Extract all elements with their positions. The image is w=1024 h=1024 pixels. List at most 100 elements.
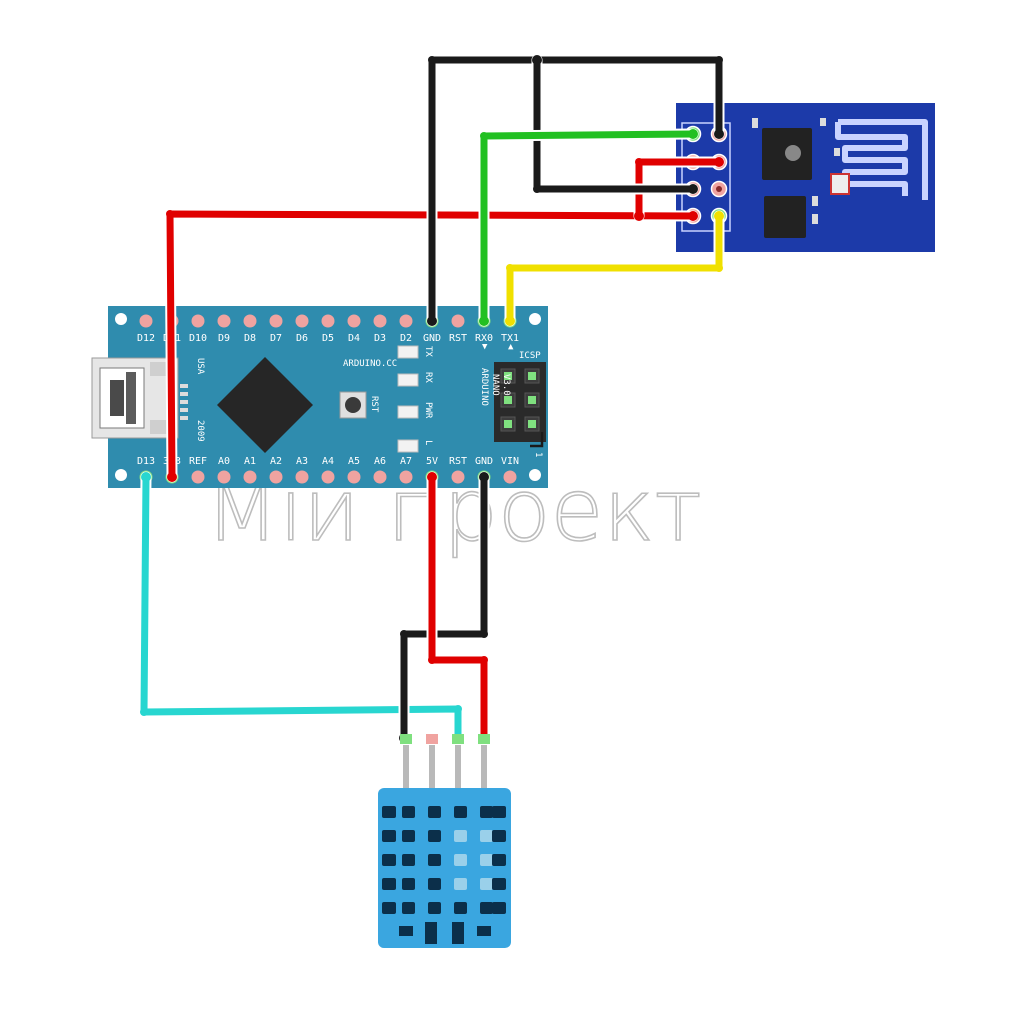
usb-pads bbox=[180, 384, 188, 420]
wire-esp-rx-bend bbox=[506, 264, 514, 272]
sensor-vent bbox=[480, 830, 493, 842]
wire-sensor-data-end bbox=[141, 472, 151, 482]
sensor-vent bbox=[402, 830, 415, 842]
nano-bottom-pad-a3 bbox=[295, 470, 309, 484]
wire-esp-rx-end bbox=[714, 211, 724, 221]
wire-esp-rst-link-end bbox=[532, 55, 542, 65]
sensor-vent bbox=[492, 878, 506, 890]
sensor-vent bbox=[382, 806, 396, 818]
icsp-pin-contact bbox=[528, 372, 536, 380]
usb-port-inner bbox=[110, 380, 124, 416]
sensor-vent bbox=[428, 830, 441, 842]
nano-top-pin-label: RX0 bbox=[475, 333, 493, 344]
wire-sensor-vcc-bend bbox=[428, 656, 436, 664]
sensor-vent bbox=[480, 878, 493, 890]
nano-bottom-pad-vin bbox=[503, 470, 517, 484]
wire-esp-rx bbox=[506, 212, 723, 325]
nano-mount-hole bbox=[115, 313, 127, 325]
nano-bottom-pin-label: GND bbox=[475, 456, 493, 467]
sensor-vent bbox=[402, 902, 415, 914]
nano-bottom-pad-a5 bbox=[347, 470, 361, 484]
nano-top-pin-label: D9 bbox=[218, 333, 230, 344]
wire-esp-rst-link-outline bbox=[531, 54, 699, 195]
svg-text:NANO: NANO bbox=[490, 374, 500, 396]
rx-marker: ▼ bbox=[482, 342, 488, 352]
icsp-pin-contact bbox=[528, 420, 536, 428]
wire-esp-rx-end bbox=[505, 316, 515, 326]
sensor-vent bbox=[454, 902, 467, 914]
nano-bottom-pin-label: 5V bbox=[426, 456, 438, 467]
status-leds bbox=[397, 345, 419, 453]
led-label-tx: TX bbox=[423, 346, 433, 357]
wire-sensor-data-bend bbox=[140, 708, 148, 716]
wire-esp-gnd-bend bbox=[715, 56, 723, 64]
sensor-vent bbox=[454, 830, 467, 842]
sensor-vent bbox=[480, 806, 493, 818]
sensor-pin-gnd bbox=[478, 734, 490, 744]
wire-sensor-gnd bbox=[400, 473, 488, 742]
wire-esp-chpd-end bbox=[714, 157, 724, 167]
nano-mount-hole bbox=[529, 469, 541, 481]
nano-top-pad-rst bbox=[451, 314, 465, 328]
sensor-vent bbox=[382, 902, 396, 914]
nano-top-pin-label: D7 bbox=[270, 333, 282, 344]
sensor-vent bbox=[428, 854, 441, 866]
nano-top-pin-label: D4 bbox=[348, 333, 360, 344]
nano-top-pad-d9 bbox=[217, 314, 231, 328]
nano-top-pin-label: D6 bbox=[296, 333, 308, 344]
nano-mount-hole bbox=[529, 313, 541, 325]
wire-sensor-gnd-end bbox=[479, 472, 489, 482]
esp-antenna bbox=[835, 119, 928, 200]
usb-shell-tab bbox=[150, 362, 170, 376]
nano-bottom-pad-ref bbox=[191, 470, 205, 484]
nano-top-pin-label: D8 bbox=[244, 333, 256, 344]
nano-bottom-pin-label: A6 bbox=[374, 456, 386, 467]
usb-port-contacts bbox=[126, 372, 136, 424]
sensor-vent bbox=[428, 902, 441, 914]
wire-sensor-vcc bbox=[428, 473, 488, 742]
icsp-pin-contact bbox=[504, 372, 512, 380]
icsp-label: ICSP bbox=[519, 351, 541, 361]
wire-esp-tx-end bbox=[688, 129, 698, 139]
wire-esp-gnd bbox=[428, 56, 723, 325]
dht11-sensor bbox=[378, 745, 511, 948]
wire-esp-tx-end bbox=[479, 316, 489, 326]
nano-bottom-pin-label: A7 bbox=[400, 456, 412, 467]
nano-top-pin-label: D10 bbox=[189, 333, 207, 344]
nano-bottom-pad-a4 bbox=[321, 470, 335, 484]
icsp-pin-contact bbox=[528, 396, 536, 404]
sensor-vent bbox=[492, 830, 506, 842]
esp-pin-hole bbox=[716, 186, 722, 192]
icsp-pin-contact bbox=[504, 420, 512, 428]
sensor-legs bbox=[403, 745, 487, 792]
wire-esp-chpd-end bbox=[634, 211, 644, 221]
nano-mount-hole bbox=[115, 469, 127, 481]
sensor-vent bbox=[382, 878, 396, 890]
wire-esp-rst-link-bend bbox=[533, 185, 541, 193]
wire-esp-rst-link-end bbox=[688, 184, 698, 194]
nano-top-pad-d4 bbox=[347, 314, 361, 328]
wire-esp-rst-link bbox=[533, 56, 697, 193]
esp-smd bbox=[812, 214, 818, 224]
wire-esp-vcc-bend bbox=[166, 210, 174, 218]
wire-sensor-vcc-bend bbox=[480, 656, 488, 664]
nano-bottom-pin-label: RST bbox=[449, 456, 467, 467]
sensor-vent bbox=[492, 854, 506, 866]
nano-top-pin-label: RST bbox=[449, 333, 467, 344]
wire-sensor-data-bend bbox=[454, 705, 462, 713]
sensor-pin-nc bbox=[426, 734, 438, 744]
nano-top-pad-d7 bbox=[269, 314, 283, 328]
reset-button-cap[interactable] bbox=[345, 397, 361, 413]
led-label-l: L bbox=[423, 440, 433, 445]
sensor-slot bbox=[399, 926, 413, 936]
icsp-pin1-mark bbox=[530, 432, 544, 448]
esp-smd bbox=[752, 118, 758, 128]
brand-label: ARDUINO.CC bbox=[343, 359, 397, 369]
sensor-vent bbox=[402, 854, 415, 866]
wire-sensor-data bbox=[140, 473, 462, 742]
esp-led bbox=[830, 173, 850, 195]
wire-esp-vcc-end bbox=[167, 472, 177, 482]
esp-pin-header bbox=[681, 122, 731, 232]
